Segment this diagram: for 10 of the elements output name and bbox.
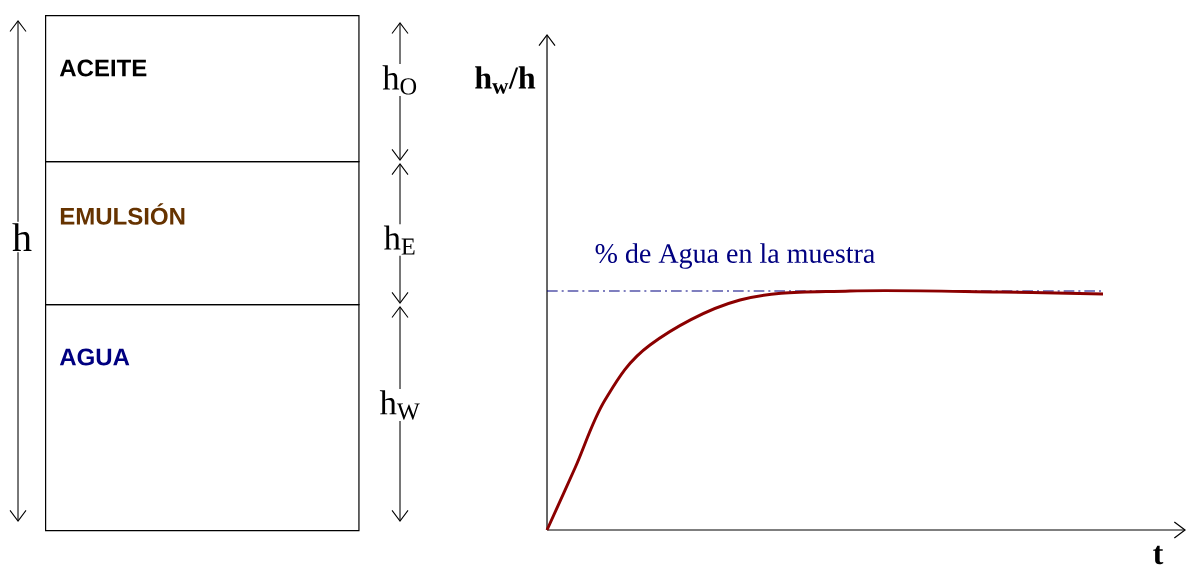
dimension-label: h$_{E}$ [382,224,418,256]
layer-box: EMULSIÓN [45,161,360,306]
dimension-label: h$_{W}$ [378,388,422,422]
dimension-label: h [10,221,34,253]
dimension-label: h$_{O}$ [380,64,420,96]
axis-label: h$_{w}$/h [475,66,536,94]
reference-label: % de Agua en la muestra [595,243,875,269]
axis-label: t [1153,545,1164,565]
layer-box: ACEITE [45,15,360,163]
layer-box: AGUA [45,304,360,532]
